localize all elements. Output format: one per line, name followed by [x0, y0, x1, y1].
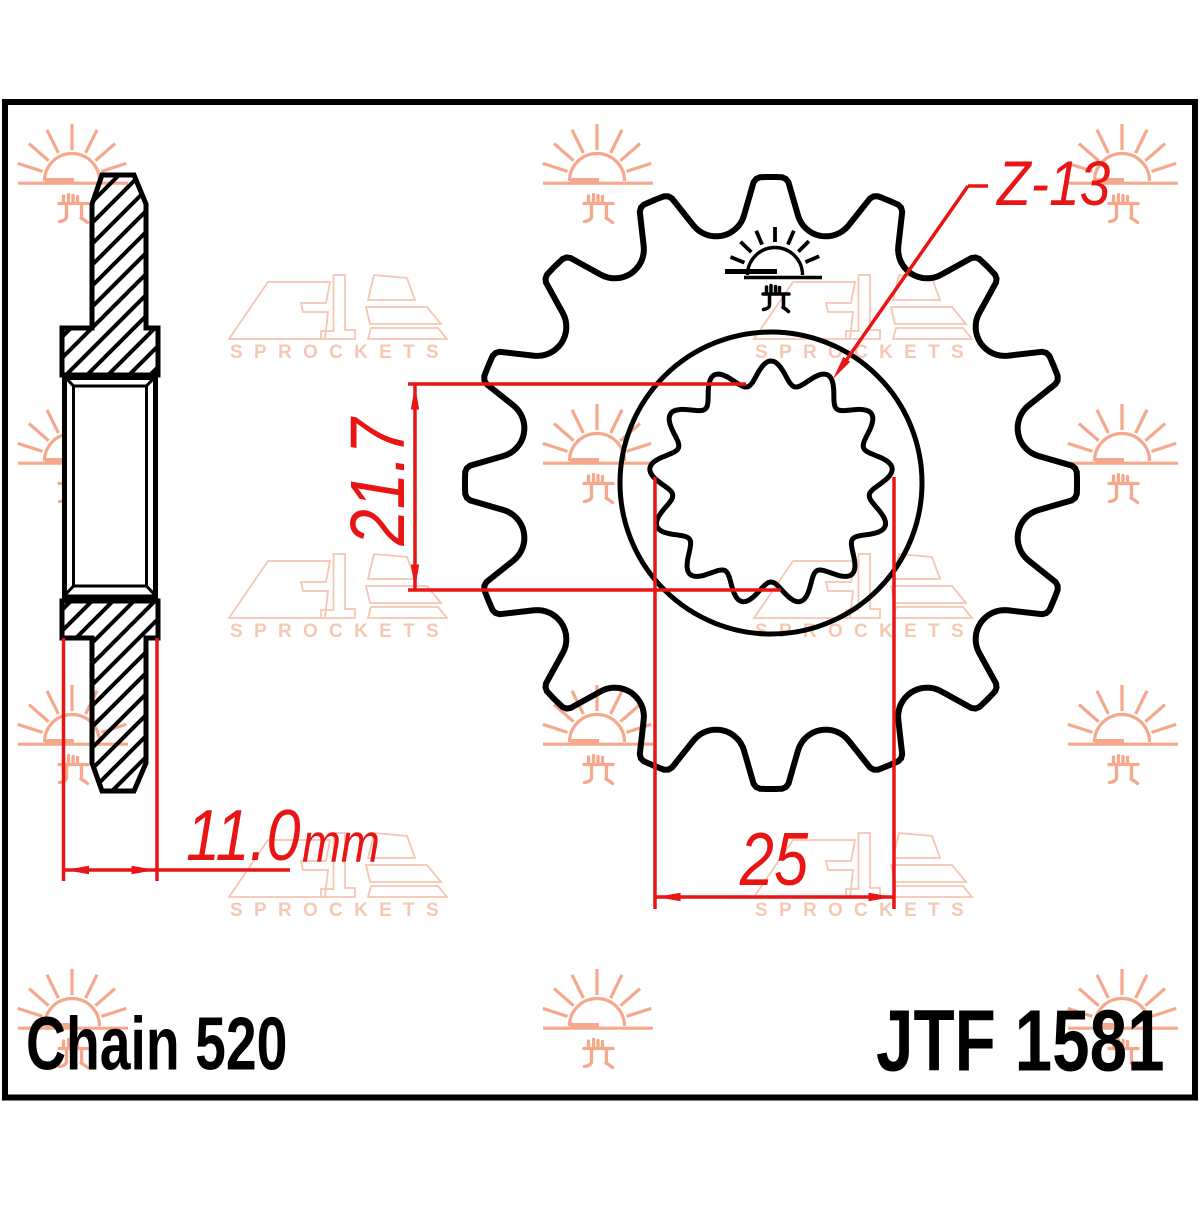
svg-text:25: 25	[739, 817, 809, 901]
svg-text:JTF 1581: JTF 1581	[876, 993, 1165, 1089]
svg-text:Z-13: Z-13	[995, 148, 1110, 219]
svg-text:mm: mm	[302, 812, 380, 873]
svg-text:11.0: 11.0	[186, 796, 301, 876]
svg-text:Chain 520: Chain 520	[26, 1002, 287, 1086]
svg-text:21.7: 21.7	[335, 416, 421, 546]
